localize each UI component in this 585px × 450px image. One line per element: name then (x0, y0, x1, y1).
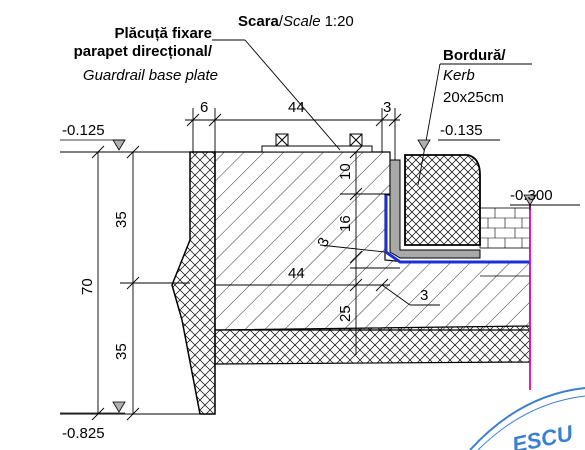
edge-beam-precast (171, 151, 216, 415)
waterproofing-membrane (384, 195, 530, 264)
dim-44-top: 44 (288, 99, 305, 116)
anchor-bolt (275, 133, 363, 147)
kerb-label: Bordură/ (443, 47, 506, 64)
kerb-bedding (389, 159, 481, 259)
guardrail-base-plate (261, 145, 373, 153)
dim-16: 16 (337, 215, 354, 232)
dim-6: 6 (200, 99, 208, 116)
kerb-label-en: Kerb (443, 67, 475, 84)
dim-3-top: 3 (383, 99, 391, 116)
dim-25: 25 (337, 305, 354, 322)
plate-label-en: Guardrail base plate (83, 67, 218, 84)
slab-precast (214, 325, 531, 365)
dim-44-mid: 44 (288, 265, 305, 282)
dim-3-low: 3 (420, 287, 428, 304)
road-brick-lines (480, 208, 530, 248)
elevation-top-right: -0.135 (440, 122, 483, 139)
plate-label-line1: Plăcuță fixare (114, 25, 212, 42)
plate-label-line2: parapet direcțional/ (74, 43, 213, 60)
kerb-size: 20x25cm (443, 89, 504, 106)
elevation-top-left: -0.125 (62, 122, 105, 139)
dim-10: 10 (337, 163, 354, 180)
dim-35-upper: 35 (113, 211, 130, 228)
dim-70: 70 (79, 278, 96, 295)
dim-35-lower: 35 (113, 343, 130, 360)
kerb (404, 154, 481, 246)
elevation-road: -0.300 (510, 187, 553, 204)
stamp: ESCU (469, 387, 585, 450)
elevation-markers (112, 139, 537, 413)
dimension-lines (60, 39, 580, 421)
stamp-text: ESCU (510, 420, 576, 450)
elevation-bottom: -0.825 (62, 425, 105, 442)
